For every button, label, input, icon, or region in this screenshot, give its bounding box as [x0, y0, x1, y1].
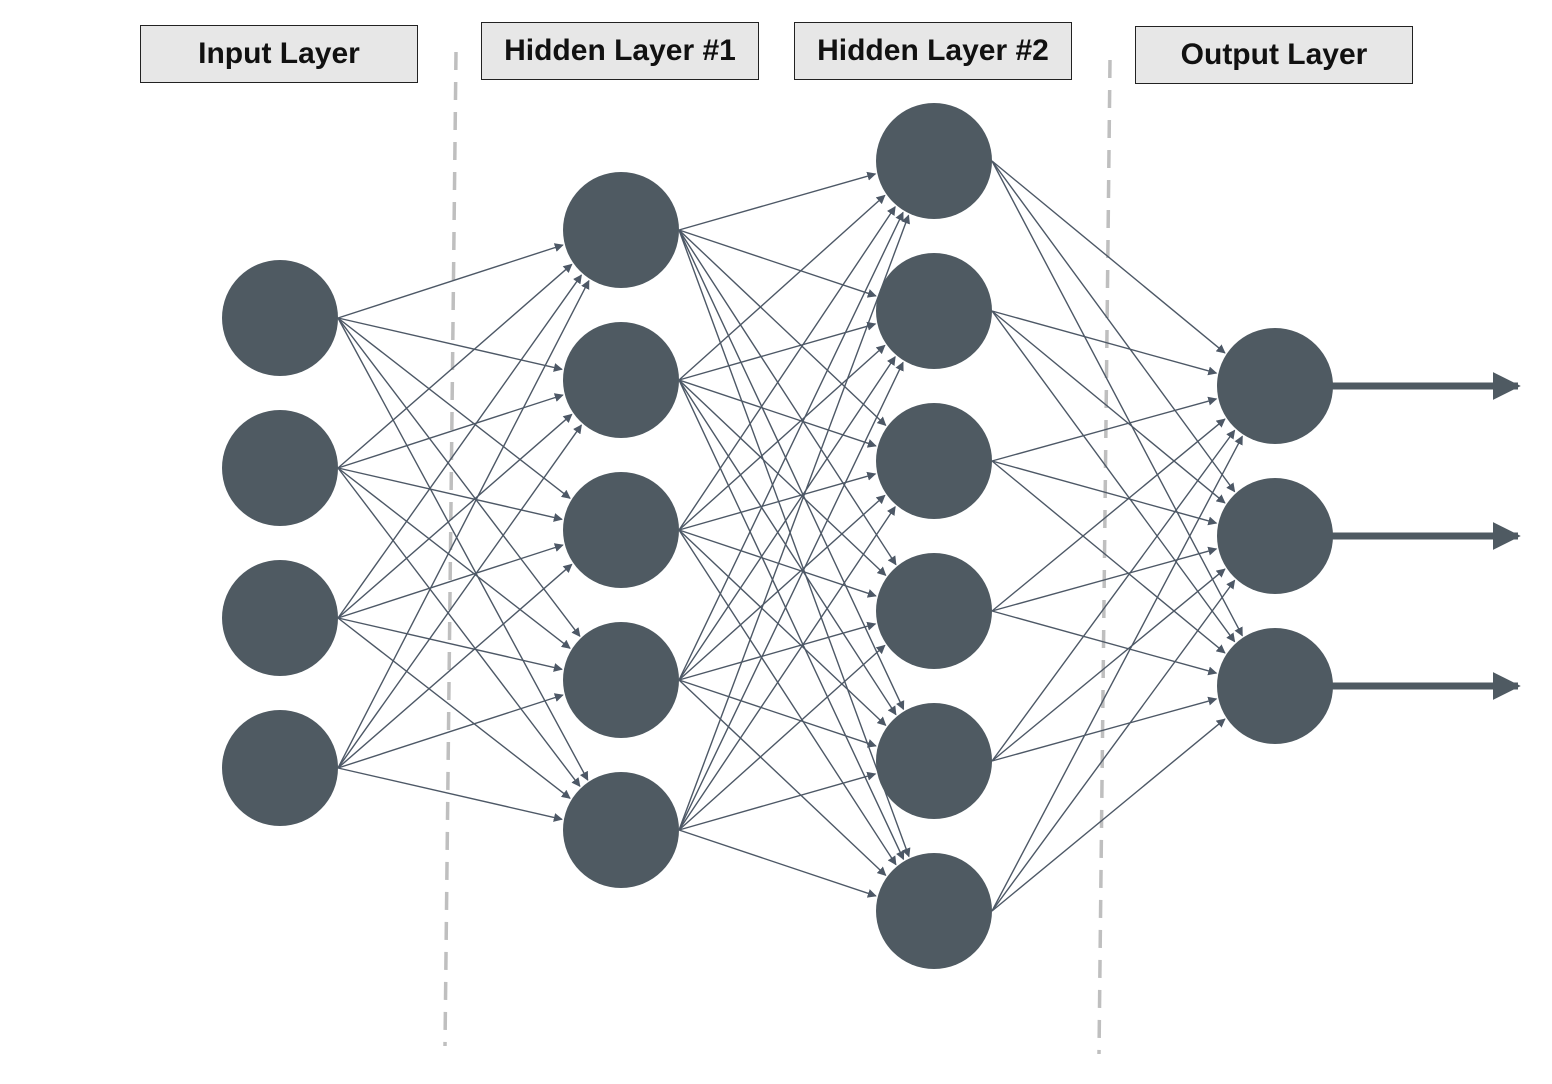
- connection-arrow: [678, 356, 896, 681]
- connection-arrow: [678, 229, 877, 298]
- connection-arrow: [337, 279, 590, 769]
- connection-arrow: [337, 467, 581, 788]
- connection-arrow: [337, 243, 564, 319]
- hidden1-neuron: [563, 322, 679, 438]
- connection-arrow: [337, 767, 563, 822]
- input-neuron: [222, 260, 338, 376]
- hidden2-neuron: [876, 553, 992, 669]
- connection-arrow: [337, 424, 582, 769]
- connection-arrow: [678, 229, 887, 426]
- output-neuron: [1217, 328, 1333, 444]
- connection-arrow: [991, 568, 1226, 762]
- hidden-layer-1-label: Hidden Layer #1: [481, 22, 759, 80]
- connection-arrow: [678, 679, 877, 748]
- connection-arrow: [991, 546, 1218, 612]
- connection-arrow: [337, 317, 581, 638]
- connection-arrow: [991, 396, 1218, 462]
- connection-arrow: [991, 696, 1218, 762]
- connection-arrow: [991, 160, 1226, 354]
- connection-arrow: [678, 229, 897, 566]
- connection-arrow: [991, 718, 1226, 912]
- connection-arrow: [678, 644, 886, 831]
- connection-arrow: [678, 529, 887, 726]
- connection-arrow: [678, 621, 877, 681]
- connection-arrow: [678, 361, 904, 831]
- connection-arrow: [678, 379, 905, 861]
- connection-arrow: [991, 460, 1218, 526]
- connection-arrow: [337, 563, 573, 769]
- connection-arrow: [337, 467, 571, 649]
- connection-arrow: [678, 344, 886, 531]
- connection-arrow: [678, 379, 887, 576]
- hidden1-neuron: [563, 622, 679, 738]
- connection-arrow: [991, 610, 1218, 676]
- connection-arrow: [337, 543, 564, 619]
- connection-arrow: [678, 379, 897, 716]
- output-arrows: [1329, 372, 1521, 700]
- connection-arrow: [991, 429, 1236, 762]
- connection-arrow: [991, 435, 1243, 912]
- connection-arrow: [991, 460, 1226, 654]
- connection-arrow: [337, 467, 563, 522]
- output-neuron: [1217, 628, 1333, 744]
- hidden1-neuron: [563, 172, 679, 288]
- input-layer-label: Input Layer: [140, 25, 418, 83]
- connection-arrow: [337, 317, 571, 499]
- connection-edges: [337, 160, 1243, 912]
- connection-arrow: [678, 494, 886, 681]
- output-neuron: [1217, 478, 1333, 594]
- connection-arrow: [991, 160, 1243, 637]
- hidden2-neuron: [876, 253, 992, 369]
- connection-arrow: [678, 529, 877, 598]
- connection-arrow: [991, 160, 1236, 493]
- connection-arrow: [678, 471, 877, 531]
- connection-arrow: [337, 263, 573, 469]
- connection-arrow: [678, 506, 896, 831]
- connection-arrow: [678, 229, 905, 711]
- connection-arrow: [678, 229, 911, 858]
- connection-arrow: [678, 771, 877, 831]
- connection-arrow: [991, 310, 1226, 504]
- connection-arrow: [337, 274, 582, 619]
- neurons: [222, 103, 1333, 969]
- connection-arrow: [678, 171, 877, 231]
- connection-arrow: [678, 321, 877, 381]
- connection-arrow: [337, 617, 563, 672]
- connection-arrow: [337, 413, 573, 619]
- divider-line: [1097, 59, 1112, 1055]
- hidden-layer-2-label: Hidden Layer #2: [794, 22, 1072, 80]
- hidden2-neuron: [876, 703, 992, 819]
- hidden1-neuron: [563, 472, 679, 588]
- input-neuron: [222, 710, 338, 826]
- input-neuron: [222, 560, 338, 676]
- connection-arrow: [678, 194, 886, 381]
- hidden2-neuron: [876, 103, 992, 219]
- connection-arrow: [991, 418, 1226, 612]
- connection-arrow: [991, 310, 1218, 376]
- connection-arrow: [678, 679, 887, 876]
- connection-arrow: [678, 529, 897, 866]
- connection-arrow: [337, 393, 564, 469]
- connection-arrow: [991, 310, 1236, 643]
- hidden2-neuron: [876, 853, 992, 969]
- connection-arrow: [337, 317, 563, 372]
- connection-arrow: [678, 214, 910, 831]
- connection-arrow: [991, 579, 1236, 912]
- output-layer-label: Output Layer: [1135, 26, 1413, 84]
- connection-arrow: [337, 617, 571, 799]
- connection-arrow: [678, 829, 877, 898]
- connection-arrow: [337, 693, 564, 769]
- connection-arrow: [678, 379, 877, 448]
- hidden2-neuron: [876, 403, 992, 519]
- connection-arrow: [678, 211, 904, 681]
- connection-arrow: [337, 317, 589, 781]
- connection-arrow: [678, 206, 896, 531]
- input-neuron: [222, 410, 338, 526]
- hidden1-neuron: [563, 772, 679, 888]
